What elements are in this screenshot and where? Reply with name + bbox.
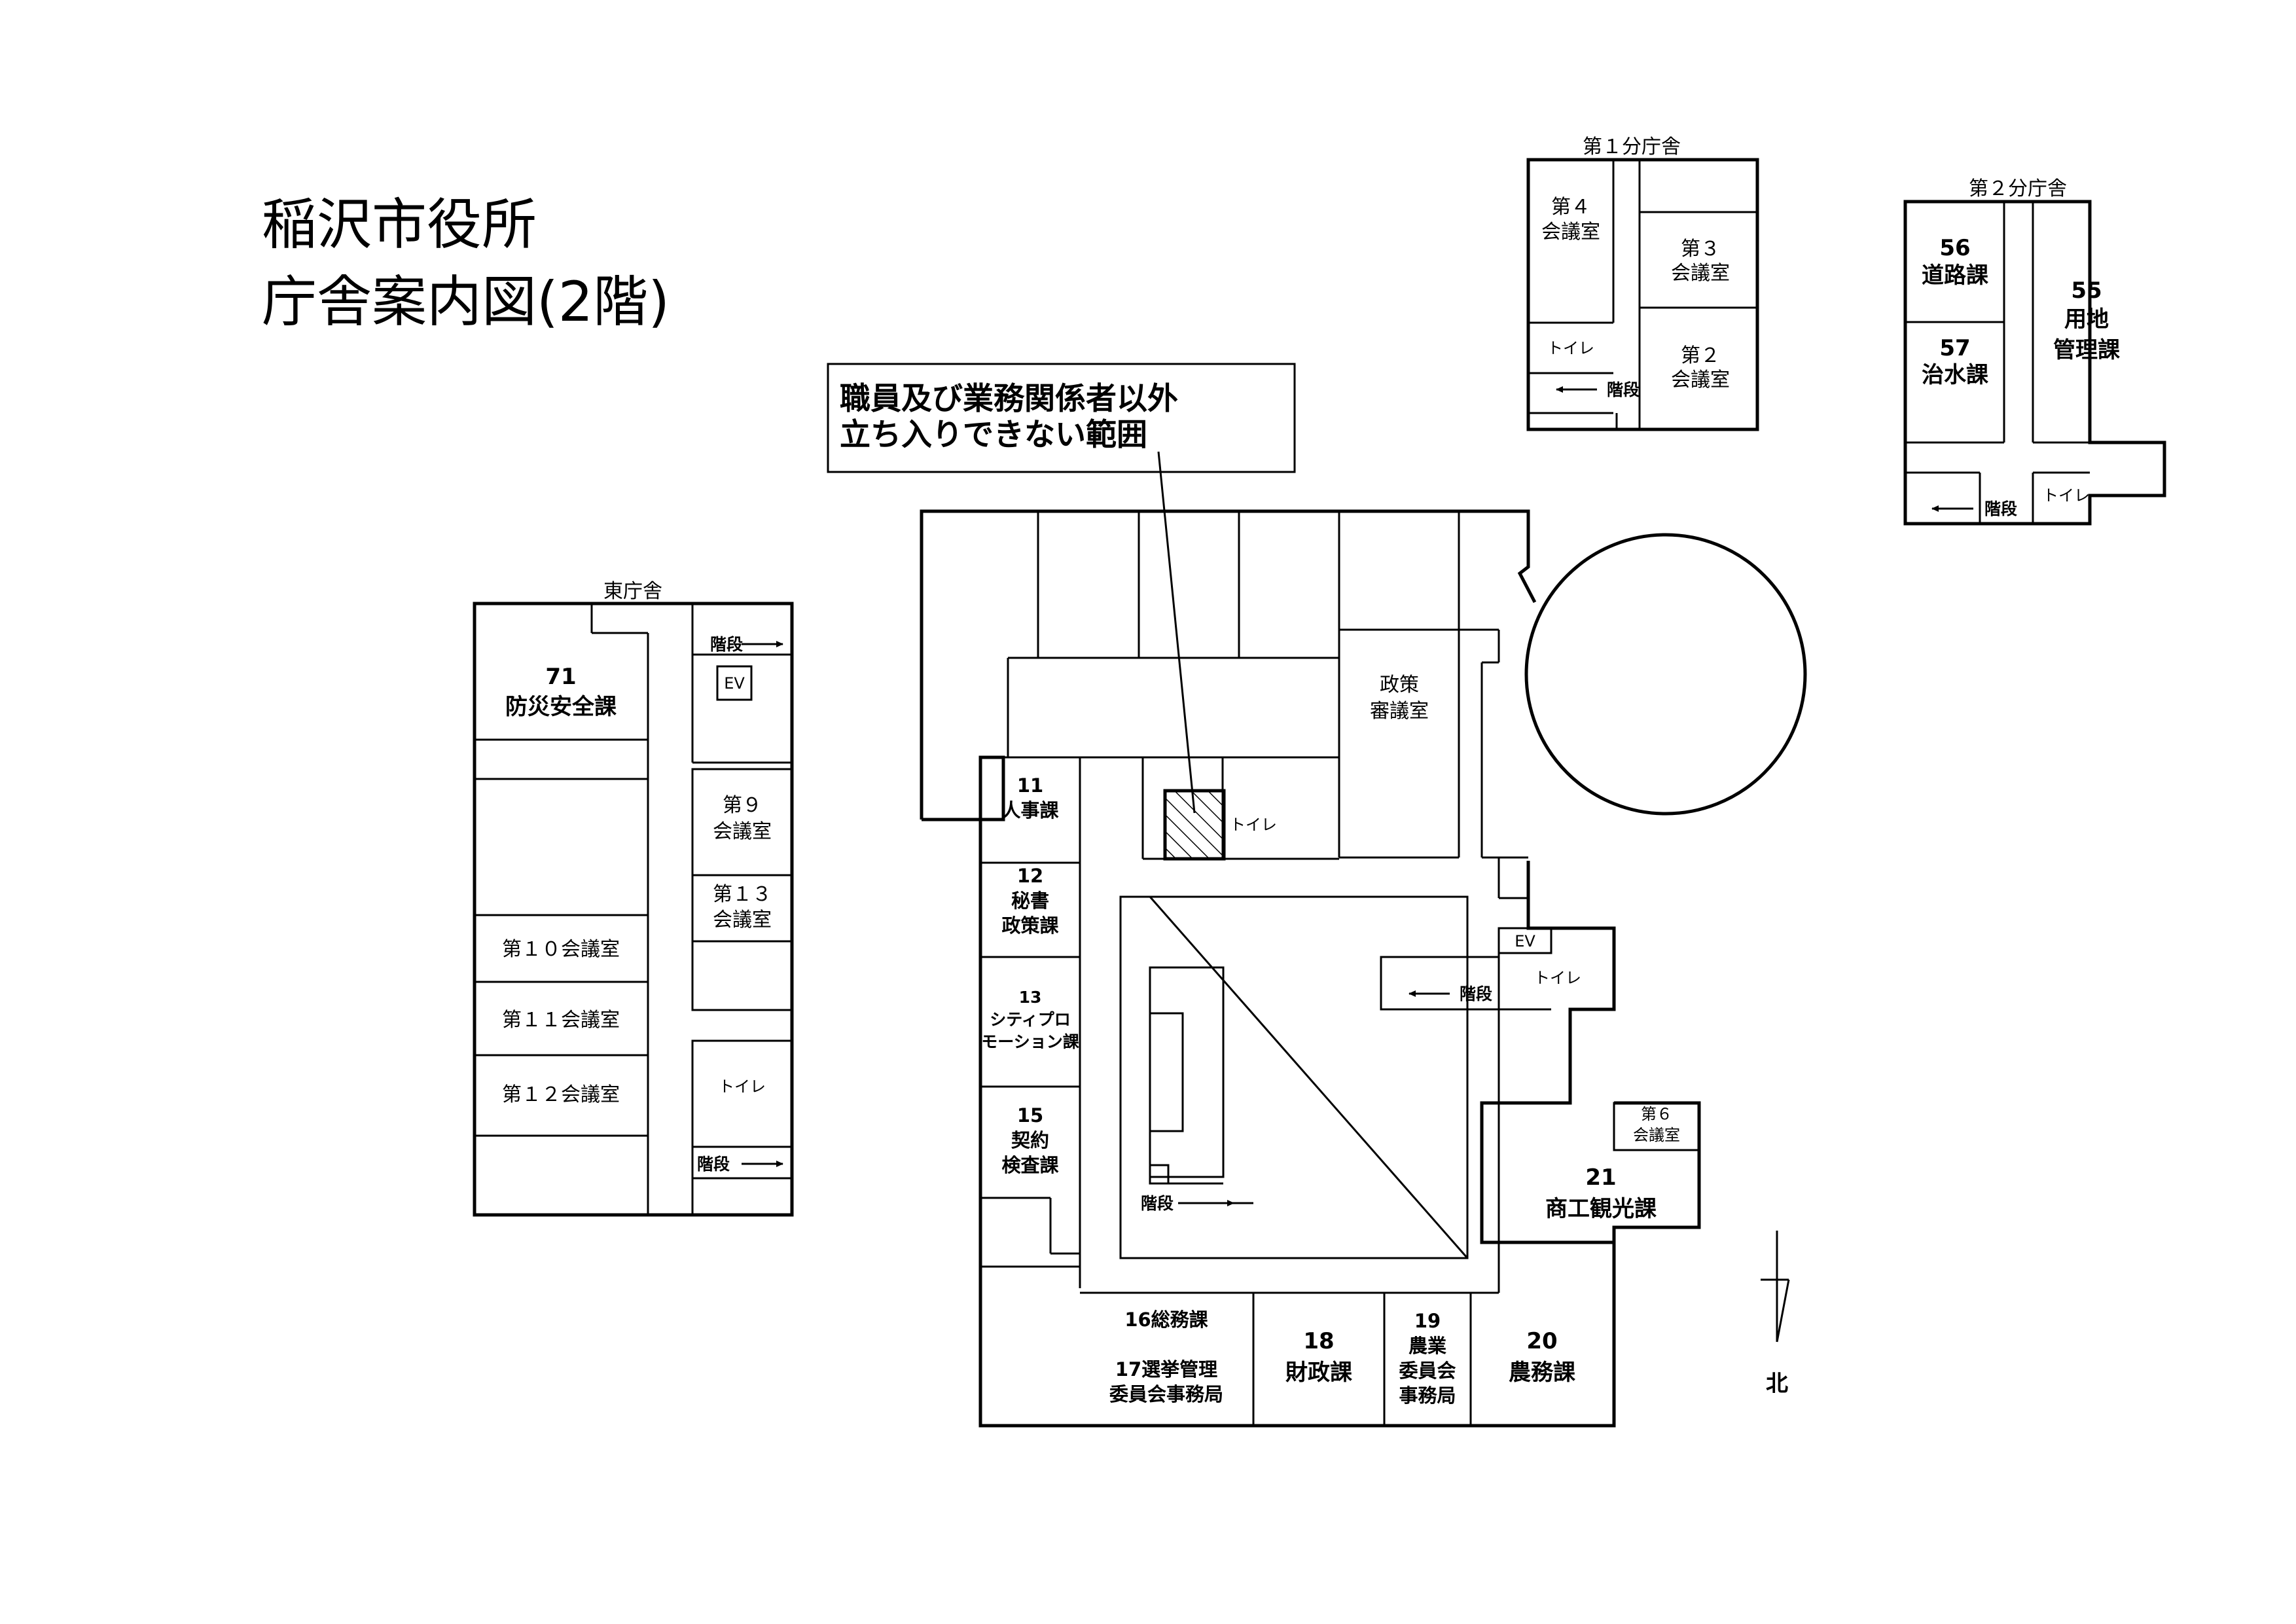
room-12-num: 12 [1017,865,1043,887]
main-building: 政策 審議室 EV トイレ 階段 トイレ 階段 [920,509,1807,1428]
room-11-num: 11 [1017,774,1043,797]
room-16: 16総務課 [1124,1308,1208,1331]
annex1-room-m2-b: 会議室 [1671,369,1730,391]
annex2-room-57-name: 治水課 [1922,362,1988,388]
room-12-a: 秘書 [1011,890,1049,912]
annex2-room-56-name: 道路課 [1922,262,1988,289]
main-east-stairs: 階段 [1460,984,1492,1003]
room-11-name: 人事課 [1001,799,1058,821]
annex2-room-55-num: 55 [2071,278,2102,304]
room-18-num: 18 [1303,1328,1334,1354]
annex1-room-m2-a: 第２ [1681,344,1720,367]
room-m6-b: 会議室 [1633,1126,1680,1144]
east-room-71-name: 防災安全課 [505,694,617,720]
annex1-toilet: トイレ [1547,339,1594,357]
room-20-num: 20 [1526,1328,1557,1354]
policy-room-b: 審議室 [1370,700,1429,723]
policy-room-a: 政策 [1380,674,1419,696]
east-room-m9-b: 会議室 [713,820,772,843]
east-stairs-bottom: 階段 [697,1155,730,1174]
room-m6-a: 第６ [1641,1105,1672,1123]
east-room-m9-a: 第９ [723,794,762,817]
restricted-area [1163,789,1226,861]
room-20-name: 農務課 [1509,1360,1575,1386]
room-12-b: 政策課 [1001,914,1058,937]
east-name: 東庁舎 [603,580,662,603]
east-room-m13-a: 第１３ [713,883,772,906]
room-21-name: 商工観光課 [1545,1196,1657,1222]
east-ev: EV [724,674,745,693]
restricted-note: 職員及び業務関係者以外 立ち入りできない範囲 [827,363,1296,814]
east-room-m12: 第１２会議室 [502,1083,620,1106]
annex1-room-m4-b: 会議室 [1541,221,1600,244]
east-stairs-top: 階段 [710,635,743,654]
annex2-stairs: 階段 [1984,499,2017,518]
annex2-name: 第２分庁舎 [1969,177,2067,200]
annex2-building: 第２分庁舎 56 道路課 57 治水課 55 用地 管理課 トイレ 階段 [1903,177,2166,526]
north-arrow-icon: 北 [1761,1231,1790,1397]
annex1-room-m3-b: 会議室 [1671,262,1730,285]
room-18-name: 財政課 [1285,1360,1352,1386]
core-toilet: トイレ [1230,816,1277,834]
north-label: 北 [1766,1371,1788,1397]
room-15-num: 15 [1017,1104,1043,1127]
room-13-a: シティプロ [990,1010,1071,1029]
east-building: 東庁舎 EV 階段 階段 71 防災安全課 第９ 会議室 第１３ 会議室 第１０… [473,580,794,1217]
main-east-toilet: トイレ [1534,969,1581,987]
room-19-c: 事務局 [1399,1384,1456,1407]
room-19-a: 農業 [1408,1335,1446,1357]
room-19-num: 19 [1414,1310,1441,1332]
room-15-b: 検査課 [1001,1154,1058,1176]
annex1-room-m4-a: 第４ [1551,196,1590,219]
restricted-note-line2: 立ち入りできない範囲 [840,417,1147,453]
room-21-num: 21 [1585,1164,1616,1191]
title-line1: 稲沢市役所 [262,192,537,257]
east-toilet: トイレ [719,1077,766,1096]
main-ev: EV [1515,932,1535,950]
annex1-room-m3-a: 第３ [1681,238,1720,261]
room-19-b: 委員会 [1399,1360,1456,1382]
annex2-toilet: トイレ [2043,486,2090,505]
room-17-b: 委員会事務局 [1109,1383,1223,1405]
annex2-room-57-num: 57 [1939,335,1970,361]
annex2-room-55-a: 用地 [2064,306,2109,333]
annex2-room-55-b: 管理課 [2053,337,2120,363]
east-room-m13-b: 会議室 [713,909,772,931]
annex2-room-56-num: 56 [1939,235,1970,261]
round-hall [1524,533,1807,816]
room-15-a: 契約 [1011,1129,1049,1151]
room-13-b: モーション課 [981,1032,1080,1051]
east-room-71-num: 71 [545,664,576,690]
east-room-m11: 第１１会議室 [502,1009,620,1032]
room-13-num: 13 [1019,988,1042,1007]
annex1-name: 第１分庁舎 [1583,135,1681,158]
annex1-stairs: 階段 [1607,380,1640,399]
restricted-note-line1: 職員及び業務関係者以外 [840,381,1178,417]
courtyard-stairs: 階段 [1141,1194,1174,1213]
annex1-building: 第１分庁舎 第４ 会議室 第３ 会議室 第２ 会議室 トイレ 階段 [1526,135,1759,431]
room-17-a: 17選挙管理 [1115,1358,1217,1380]
courtyard [1119,895,1469,1259]
title-line2: 庁舎案内図(2階) [262,270,670,334]
east-room-m10: 第１０会議室 [502,938,620,961]
